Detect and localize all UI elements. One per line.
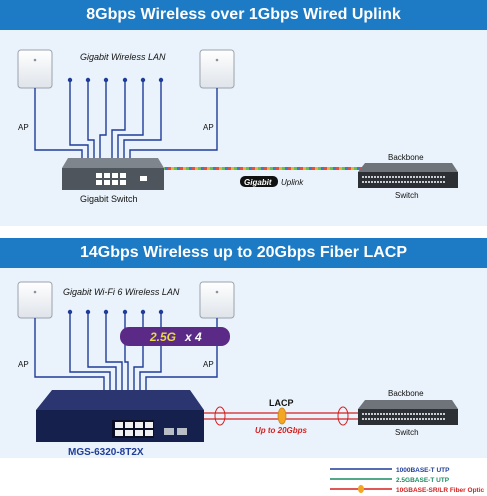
speed-badge-multiplier: x 4 bbox=[184, 330, 202, 344]
switch-model-label: MGS-6320-8T2X bbox=[68, 447, 144, 458]
legend-label-fiber: 10GBASE-SR/LR Fiber Optic bbox=[396, 487, 485, 494]
legend-label-1g: 1000BASE-T UTP bbox=[396, 467, 450, 474]
section1-backbone-bottom: Switch bbox=[395, 191, 419, 200]
lacp-label: LACP bbox=[269, 398, 294, 408]
access-point-left-1 bbox=[17, 49, 53, 89]
gigabit-uplink-cable bbox=[164, 167, 362, 170]
section1-backbone-top: Backbone bbox=[388, 153, 424, 162]
legend: 1000BASE-T UTP 2.5GBASE-T UTP 10GBASE-SR… bbox=[330, 467, 485, 494]
section2-cable-endpoints bbox=[67, 309, 164, 315]
section1-ap-left-label: AP bbox=[18, 123, 29, 132]
backbone-switch-1 bbox=[358, 163, 458, 188]
uplink-badge-bg bbox=[240, 176, 278, 187]
legend-fiber-marker bbox=[358, 485, 364, 493]
section1-utp-cables bbox=[34, 80, 218, 160]
speed-badge bbox=[120, 327, 230, 346]
section2-wireless-label: Gigabit Wi-Fi 6 Wireless LAN bbox=[63, 287, 180, 297]
section2-backbone-top: Backbone bbox=[388, 389, 424, 398]
section1-switch-label: Gigabit Switch bbox=[80, 194, 138, 204]
section2-utp-cables bbox=[34, 312, 218, 397]
lacp-speed-label: Up to 20Gbps bbox=[255, 426, 308, 435]
section1-cable-endpoints bbox=[67, 77, 164, 83]
uplink-label: Uplink bbox=[281, 178, 304, 187]
fiber-lacp-link bbox=[204, 406, 360, 426]
backbone-switch-2 bbox=[358, 400, 458, 425]
access-point-left-2 bbox=[17, 281, 53, 319]
section2-backbone-bottom: Switch bbox=[395, 428, 419, 437]
gigabit-switch bbox=[62, 158, 164, 190]
access-point-right-2 bbox=[199, 281, 235, 319]
section2-title: 14Gbps Wireless up to 20Gbps Fiber LACP bbox=[0, 238, 487, 268]
uplink-badge-text: Gigabit bbox=[244, 178, 272, 187]
section2-ap-right-label: AP bbox=[203, 360, 214, 369]
section1-wireless-label: Gigabit Wireless LAN bbox=[80, 52, 166, 62]
section2-ap-left-label: AP bbox=[18, 360, 29, 369]
section1-ap-right-label: AP bbox=[203, 123, 214, 132]
access-point-right-1 bbox=[199, 49, 235, 89]
section1-panel bbox=[0, 30, 487, 226]
section1-title: 8Gbps Wireless over 1Gbps Wired Uplink bbox=[0, 0, 487, 30]
mgs-6320-switch bbox=[36, 390, 204, 442]
legend-label-25g: 2.5GBASE-T UTP bbox=[396, 477, 450, 484]
speed-badge-value: 2.5G bbox=[149, 330, 176, 344]
